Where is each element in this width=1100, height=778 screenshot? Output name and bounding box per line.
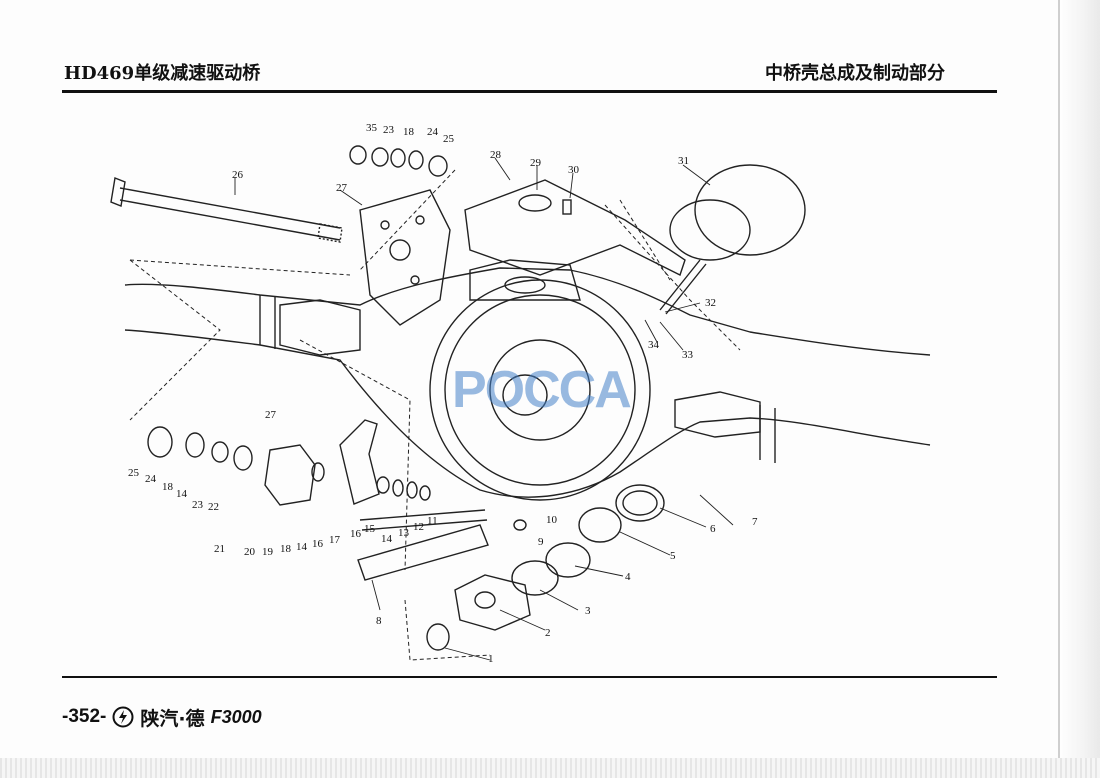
callout-22: 22 bbox=[208, 501, 219, 513]
callout-11: 11 bbox=[427, 515, 438, 527]
callout-10: 10 bbox=[546, 514, 558, 526]
callout-13: 13 bbox=[398, 527, 410, 539]
callout-32: 32 bbox=[705, 297, 716, 309]
callout-8: 8 bbox=[376, 615, 382, 627]
callout-18: 18 bbox=[403, 126, 415, 138]
callout-34: 34 bbox=[648, 339, 660, 351]
callout-30: 30 bbox=[568, 164, 580, 176]
leader-lines bbox=[234, 157, 734, 661]
header-rule bbox=[62, 90, 997, 93]
callout-31: 31 bbox=[678, 155, 689, 167]
page-number: -352- bbox=[62, 706, 107, 727]
exploded-axle-diagram: 26 35 23 18 24 25 27 28 29 30 31 32 33 3… bbox=[110, 122, 931, 665]
callout-19: 19 bbox=[262, 546, 274, 558]
callout-18b: 18 bbox=[162, 481, 174, 493]
callout-3: 3 bbox=[585, 605, 591, 617]
callout-28: 28 bbox=[490, 149, 502, 161]
callout-18c: 18 bbox=[280, 543, 292, 555]
brand-logo-icon bbox=[112, 706, 134, 728]
callout-29: 29 bbox=[530, 157, 542, 169]
callout-27b: 27 bbox=[265, 409, 277, 421]
callout-35: 35 bbox=[366, 122, 378, 134]
footer-rule bbox=[62, 676, 997, 678]
scan-edge-strip bbox=[0, 758, 1100, 778]
brand-model: F3000 bbox=[210, 706, 262, 727]
callout-26: 26 bbox=[232, 169, 244, 181]
watermark: POCCA bbox=[452, 361, 632, 419]
axle-housing-drawing bbox=[124, 259, 931, 501]
bearing-stack-drawing bbox=[349, 145, 448, 177]
support-bracket-drawing bbox=[464, 179, 686, 276]
callout-23: 23 bbox=[383, 124, 395, 136]
callout-6: 6 bbox=[710, 523, 716, 535]
callout-12: 12 bbox=[413, 521, 424, 533]
backing-plate-drawing bbox=[359, 189, 451, 326]
brake-chamber-drawing bbox=[659, 164, 806, 315]
callout-27: 27 bbox=[336, 182, 348, 194]
page-edge-shadow bbox=[1058, 0, 1100, 778]
callout-25: 25 bbox=[443, 133, 455, 145]
callout-4: 4 bbox=[625, 571, 631, 583]
callout-16: 16 bbox=[312, 538, 324, 550]
brand-name: 陕汽·德 bbox=[140, 707, 205, 730]
callout-24b: 24 bbox=[145, 473, 157, 485]
callout-16b: 16 bbox=[350, 528, 362, 540]
callout-17: 17 bbox=[329, 534, 341, 546]
callout-25b: 25 bbox=[128, 467, 140, 479]
callout-23b: 23 bbox=[192, 499, 204, 511]
callout-5: 5 bbox=[670, 550, 676, 562]
callout-14c: 14 bbox=[296, 541, 308, 553]
callout-14b: 14 bbox=[176, 488, 188, 500]
callout-21: 21 bbox=[214, 543, 225, 555]
callout-1: 1 bbox=[488, 653, 494, 665]
axle-shaft-drawing bbox=[110, 177, 343, 243]
callout-15: 15 bbox=[364, 523, 376, 535]
section-title: HD469单级减速驱动桥 bbox=[64, 63, 261, 84]
callout-24: 24 bbox=[427, 126, 439, 138]
callout-33: 33 bbox=[682, 349, 694, 361]
footer: -352- 陕汽·德 F3000 bbox=[62, 702, 262, 732]
page-edge-line bbox=[1058, 0, 1060, 778]
callout-2: 2 bbox=[545, 627, 551, 639]
callout-9: 9 bbox=[538, 536, 544, 548]
guide-lines bbox=[129, 169, 741, 661]
lower-parts-drawing bbox=[147, 419, 665, 651]
callout-20: 20 bbox=[244, 546, 256, 558]
callout-7: 7 bbox=[752, 516, 758, 528]
chapter-title: 中桥壳总成及制动部分 bbox=[765, 63, 945, 84]
callout-14: 14 bbox=[381, 533, 393, 545]
